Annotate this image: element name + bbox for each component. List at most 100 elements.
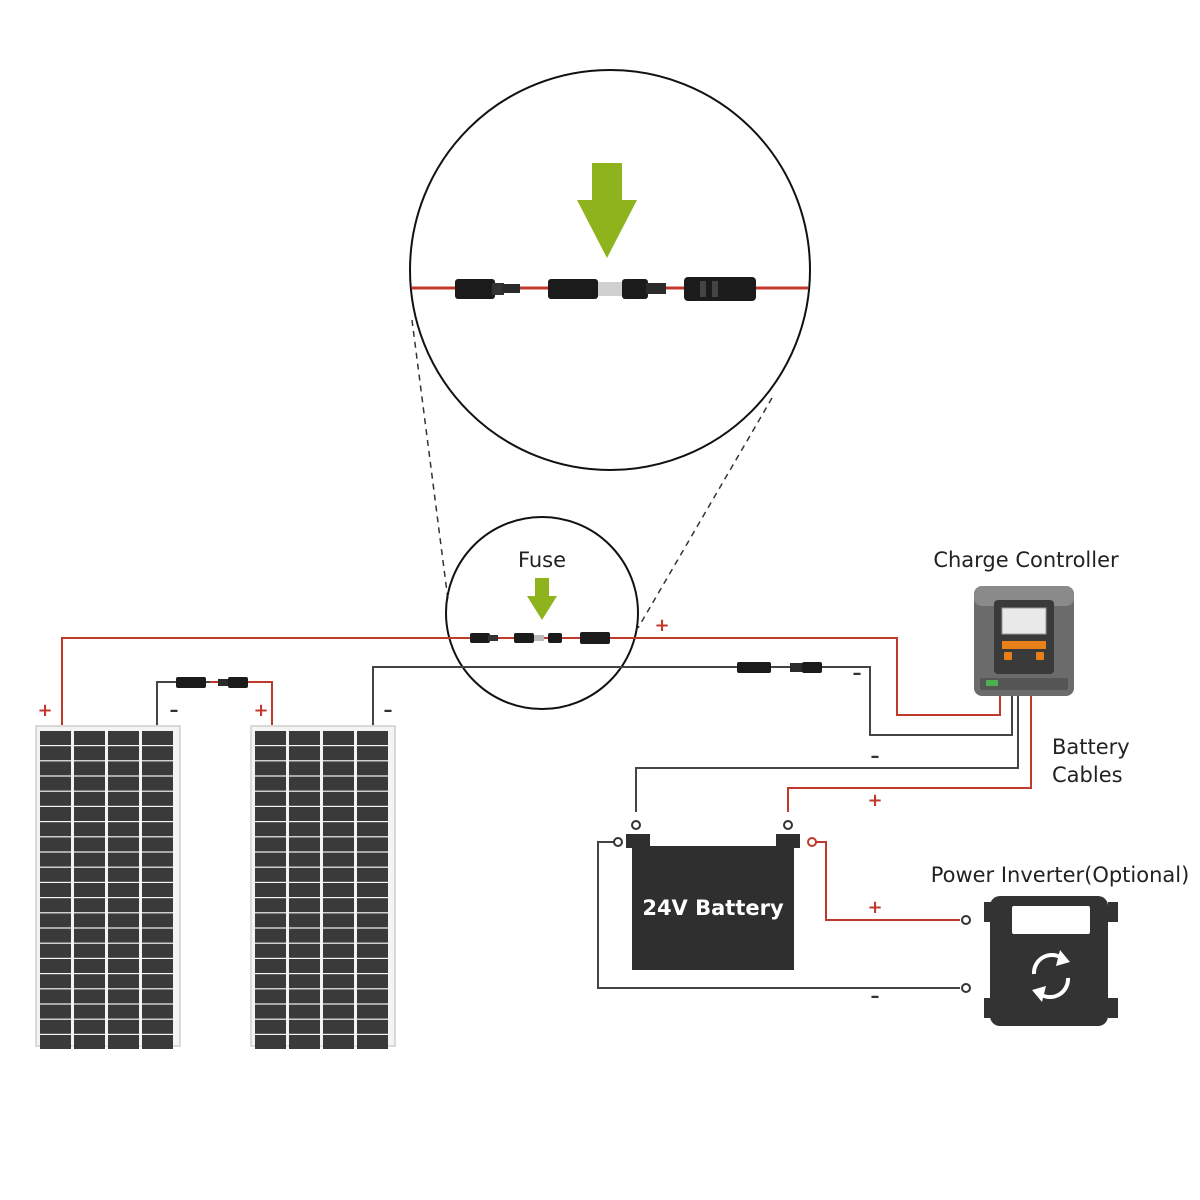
zoom-circle	[409, 69, 811, 471]
arrow-down-icon	[577, 163, 637, 258]
solar-cell	[289, 943, 320, 958]
solar-cell	[142, 974, 173, 989]
solar-cell	[255, 746, 286, 761]
solar-cell	[357, 959, 388, 973]
arrow-down-icon	[527, 578, 557, 620]
charge-controller-label: Charge Controller	[933, 548, 1119, 572]
solar-cell	[323, 928, 354, 943]
solar-cell	[323, 852, 354, 867]
solar-cell	[255, 913, 286, 928]
solar-cell	[40, 1004, 71, 1019]
solar-cell	[40, 776, 71, 791]
solar-cell	[323, 1019, 354, 1034]
solar-cell	[40, 807, 71, 821]
solar-cell	[142, 898, 173, 913]
solar-cell	[289, 837, 320, 852]
solar-cell	[323, 898, 354, 913]
refresh-cycle-icon	[1031, 950, 1071, 1002]
inline-connectors	[176, 632, 822, 688]
solar-cell	[289, 959, 320, 973]
solar-cell	[289, 928, 320, 943]
solar-cell	[323, 837, 354, 852]
solar-cell	[289, 776, 320, 791]
solar-cell	[108, 913, 139, 928]
solar-cell	[108, 883, 139, 897]
solar-cell	[142, 791, 173, 806]
solar-cell	[108, 807, 139, 821]
battery-label: 24V Battery	[642, 896, 784, 920]
wires	[61, 637, 1032, 989]
solar-cell	[108, 731, 139, 745]
solar-cell	[357, 852, 388, 867]
solar-cell	[289, 852, 320, 867]
solar-cell	[323, 746, 354, 761]
solar-cell	[108, 822, 139, 837]
solar-cell	[357, 943, 388, 958]
solar-cell	[108, 1004, 139, 1019]
solar-cell	[323, 989, 354, 1004]
solar-cell	[74, 867, 105, 882]
power-inverter-label: Power Inverter(Optional)	[931, 863, 1190, 887]
solar-cell	[255, 1035, 286, 1049]
solar-cell	[40, 959, 71, 973]
solar-cell	[357, 928, 388, 943]
solar-cell	[40, 852, 71, 867]
solar-cell	[74, 776, 105, 791]
solar-cell	[323, 731, 354, 745]
solar-cell	[74, 807, 105, 821]
solar-cell	[255, 974, 286, 989]
solar-cell	[40, 822, 71, 837]
solar-cell	[357, 761, 388, 776]
fuse-circle	[445, 516, 639, 710]
controller-minus-sign: –	[853, 663, 862, 684]
solar-cell	[74, 1004, 105, 1019]
solar-cell	[289, 761, 320, 776]
solar-cell	[255, 928, 286, 943]
solar-cell	[142, 837, 173, 852]
solar-cell	[74, 959, 105, 973]
solar-cell	[142, 883, 173, 897]
solar-cell	[255, 791, 286, 806]
solar-cell	[323, 776, 354, 791]
battery-cables-label-line1: Battery	[1052, 735, 1130, 759]
solar-cell	[142, 807, 173, 821]
solar-cell	[40, 867, 71, 882]
inverter-positive-cable	[812, 841, 960, 921]
solar-cell	[40, 1019, 71, 1034]
negative-wire-main	[372, 666, 1013, 736]
panel-right-minus-sign: –	[384, 700, 393, 721]
solar-cell	[255, 1004, 286, 1019]
battery-positive-terminal	[783, 820, 793, 830]
solar-cell	[357, 746, 388, 761]
solar-cell	[74, 852, 105, 867]
solar-cell	[74, 822, 105, 837]
solar-cell	[142, 1004, 173, 1019]
solar-cell	[289, 731, 320, 745]
inverter-plus-sign: +	[867, 897, 882, 918]
solar-cell	[108, 989, 139, 1004]
solar-cell	[142, 822, 173, 837]
solar-cell	[74, 883, 105, 897]
solar-cell	[108, 852, 139, 867]
fuse-detail: Fuse	[445, 516, 639, 710]
solar-cell	[357, 1004, 388, 1019]
power-inverter: Power Inverter(Optional)	[931, 863, 1190, 1026]
inverter-minus-sign: –	[871, 986, 880, 1007]
solar-cell	[74, 989, 105, 1004]
solar-cell	[142, 776, 173, 791]
solar-cell	[74, 761, 105, 776]
solar-cell	[255, 837, 286, 852]
solar-cell	[74, 913, 105, 928]
solar-cell	[108, 791, 139, 806]
solar-cell	[108, 959, 139, 973]
solar-cell	[108, 898, 139, 913]
solar-cell	[108, 974, 139, 989]
solar-cell	[255, 822, 286, 837]
solar-cell	[40, 943, 71, 958]
solar-cell	[74, 943, 105, 958]
solar-cell	[40, 1035, 71, 1049]
solar-cell	[357, 822, 388, 837]
solar-cell	[108, 1019, 139, 1034]
battery-cable-minus-sign: –	[871, 746, 880, 767]
battery: 24V Battery	[613, 820, 817, 970]
